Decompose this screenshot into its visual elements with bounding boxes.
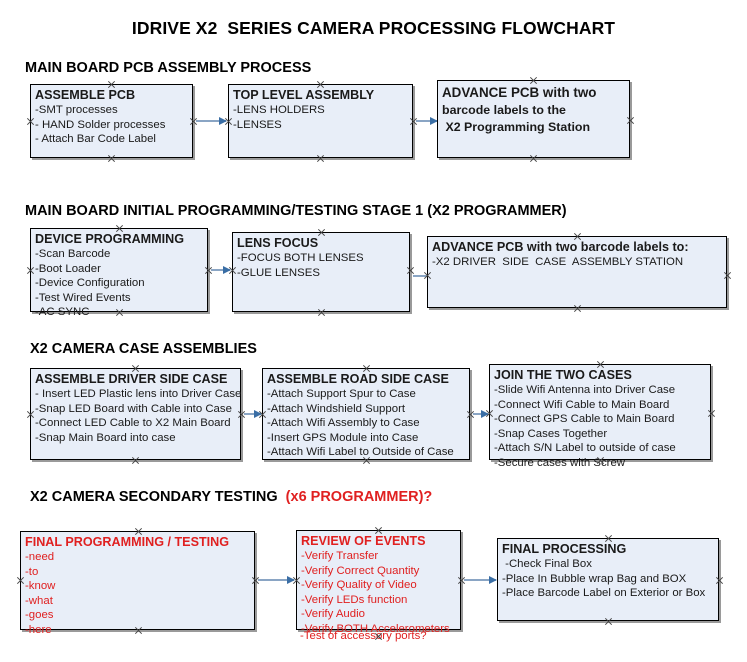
connector-top-level-assembly-to-advance-pcb bbox=[416, 116, 438, 125]
connector-review-of-events-to-final-processing bbox=[464, 575, 497, 584]
box-line: -Place Barcode Label on Exterior or Box bbox=[502, 587, 706, 600]
box-line: -LENSES bbox=[233, 118, 282, 131]
box-line: -Attach S/N Label to outside of case bbox=[494, 442, 676, 455]
box-title: FINAL PROCESSING bbox=[502, 542, 627, 556]
box-title: ADVANCE PCB with two bbox=[442, 85, 597, 100]
section-heading-4-red: (x6 PROGRAMMER)? bbox=[285, 489, 433, 505]
box-line: -Connect LED Cable to X2 Main Board bbox=[35, 417, 231, 430]
box-line: -Slide Wifi Antenna into Driver Case bbox=[494, 384, 676, 396]
arrowhead-icon bbox=[489, 575, 497, 584]
box-line: -Attach Windshield Support bbox=[267, 402, 406, 415]
box-line: -AC SYNC bbox=[35, 306, 90, 319]
arrowhead-icon bbox=[481, 409, 489, 418]
arrowhead-icon bbox=[287, 575, 295, 584]
box-title: DEVICE PROGRAMMING bbox=[35, 232, 185, 246]
box-title: ASSEMBLE PCB bbox=[35, 88, 136, 102]
box-line: -SMT processes bbox=[35, 104, 118, 116]
box-advance-pcb-to-x2-programming-station[interactable]: ADVANCE PCB with two barcode labels to t… bbox=[437, 80, 630, 158]
box-line: -Check Final Box bbox=[502, 558, 592, 570]
box-line: - Attach Bar Code Label bbox=[35, 133, 156, 146]
box-line: -Verify BOTH Accelerometers bbox=[301, 622, 450, 635]
box-assemble-pcb[interactable]: ASSEMBLE PCB -SMT processes - HAND Solde… bbox=[30, 84, 193, 158]
box-line: -Attach Wifi Assembly to Case bbox=[267, 417, 420, 430]
box-title: ADVANCE PCB with two barcode labels to: bbox=[432, 240, 689, 254]
section-heading-1: MAIN BOARD PCB ASSEMBLY PROCESS bbox=[25, 60, 312, 76]
box-final-processing[interactable]: FINAL PROCESSING -Check Final Box -Place… bbox=[497, 538, 719, 621]
section-heading-3: X2 CAMERA CASE ASSEMBLIES bbox=[30, 341, 257, 357]
box-line: -Test Wired Events bbox=[35, 291, 131, 304]
section-heading-4-black: X2 CAMERA SECONDARY TESTING bbox=[30, 489, 286, 505]
box-final-programming-testing[interactable]: FINAL PROGRAMMING / TESTING -need -to -k… bbox=[20, 531, 255, 636]
box-advance-pcb-to-driver-side-case-assembly[interactable]: ADVANCE PCB with two barcode labels to: … bbox=[427, 236, 727, 308]
box-line: -Attach Wifi Label to Outside of Case bbox=[267, 446, 454, 459]
box-line: -Snap LED Board with Cable into Case bbox=[35, 402, 232, 415]
section-heading-2: MAIN BOARD INITIAL PROGRAMMING/TESTING S… bbox=[25, 203, 567, 219]
box-join-the-two-cases[interactable]: JOIN THE TWO CASES -Slide Wifi Antenna i… bbox=[489, 364, 711, 469]
box-title: TOP LEVEL ASSEMBLY bbox=[233, 88, 375, 102]
box-line: -Snap Main Board into case bbox=[35, 431, 176, 444]
box-line: -know bbox=[25, 580, 56, 593]
box-line: -Device Configuration bbox=[35, 277, 145, 290]
box-line: -Connect Wifi Cable to Main Board bbox=[494, 398, 670, 411]
box-assemble-road-side-case[interactable]: ASSEMBLE ROAD SIDE CASE -Attach Support … bbox=[262, 368, 470, 460]
box-line: -FOCUS BOTH LENSES bbox=[237, 252, 364, 264]
box-lens-focus[interactable]: LENS FOCUS -FOCUS BOTH LENSES -GLUE LENS… bbox=[232, 232, 410, 312]
box-line: -LENS HOLDERS bbox=[233, 104, 325, 116]
box-line: -GLUE LENSES bbox=[237, 266, 320, 279]
box-line: -need bbox=[25, 551, 55, 563]
connector-driver-case-to-road-case bbox=[244, 409, 262, 418]
box-line: -Verify Audio bbox=[301, 608, 365, 621]
box-line: -Place In Bubble wrap Bag and BOX bbox=[502, 572, 687, 585]
box-line: -Verify Quality of Video bbox=[301, 579, 417, 592]
page-title: IDRIVE X2 SERIES CAMERA PROCESSING FLOWC… bbox=[131, 18, 616, 38]
box-title: JOIN THE TWO CASES bbox=[494, 368, 632, 382]
box-line: -Secure cases with Screw bbox=[494, 456, 626, 469]
box-title: FINAL PROGRAMMING / TESTING bbox=[25, 535, 230, 549]
box-title: REVIEW OF EVENTS bbox=[301, 534, 426, 548]
box-device-programming[interactable]: DEVICE PROGRAMMING -Scan Barcode -Boot L… bbox=[30, 228, 208, 318]
section-heading-4: X2 CAMERA SECONDARY TESTING (x6 PROGRAMM… bbox=[30, 489, 432, 505]
arrowhead-icon bbox=[430, 116, 438, 125]
box-assemble-driver-side-case[interactable]: ASSEMBLE DRIVER SIDE CASE - Insert LED P… bbox=[30, 368, 241, 460]
box-line: -goes bbox=[25, 609, 54, 622]
box-line: - Insert LED Plastic lens into Driver Ca… bbox=[35, 388, 242, 400]
box-line: -X2 DRIVER SIDE CASE ASSEMBLY STATION bbox=[432, 256, 684, 268]
box-line: -to bbox=[25, 565, 39, 578]
box-line: -Connect GPS Cable to Main Board bbox=[494, 413, 675, 426]
arrowhead-icon bbox=[254, 409, 262, 418]
box-review-of-events[interactable]: REVIEW OF EVENTS -Verify Transfer -Verif… bbox=[296, 530, 461, 635]
connector-road-case-to-join-cases bbox=[473, 409, 489, 418]
box-overflow-line: -Test of accessory ports? bbox=[300, 630, 427, 642]
box-line: barcode labels to the bbox=[442, 103, 566, 117]
connector-assemble-pcb-to-top-level-assembly bbox=[196, 116, 227, 125]
box-line: -Boot Loader bbox=[35, 262, 101, 275]
arrowhead-icon bbox=[223, 265, 231, 274]
box-top-level-assembly[interactable]: TOP LEVEL ASSEMBLY -LENS HOLDERS -LENSES bbox=[228, 84, 413, 158]
box-line: -Insert GPS Module into Case bbox=[267, 431, 419, 444]
connector-final-programming-to-review-of-events bbox=[258, 575, 295, 584]
box-line: -Verify LEDs function bbox=[301, 593, 408, 606]
box-line: -Attach Support Spur to Case bbox=[267, 388, 416, 400]
box-title: ASSEMBLE ROAD SIDE CASE bbox=[267, 372, 449, 386]
box-line: - HAND Solder processes bbox=[35, 118, 166, 131]
connector-device-programming-to-lens-focus bbox=[211, 265, 231, 274]
box-line: -Scan Barcode bbox=[35, 248, 111, 260]
box-title: ASSEMBLE DRIVER SIDE CASE bbox=[35, 372, 228, 386]
box-line: -Verify Correct Quantity bbox=[301, 564, 420, 577]
box-line: -Snap Cases Together bbox=[494, 427, 608, 440]
arrowhead-icon bbox=[219, 116, 227, 125]
box-title: LENS FOCUS bbox=[237, 236, 319, 250]
box-line: -here bbox=[25, 623, 52, 636]
box-line: X2 Programming Station bbox=[442, 120, 591, 134]
box-line: -what bbox=[25, 594, 53, 607]
box-line: -Verify Transfer bbox=[301, 550, 379, 562]
